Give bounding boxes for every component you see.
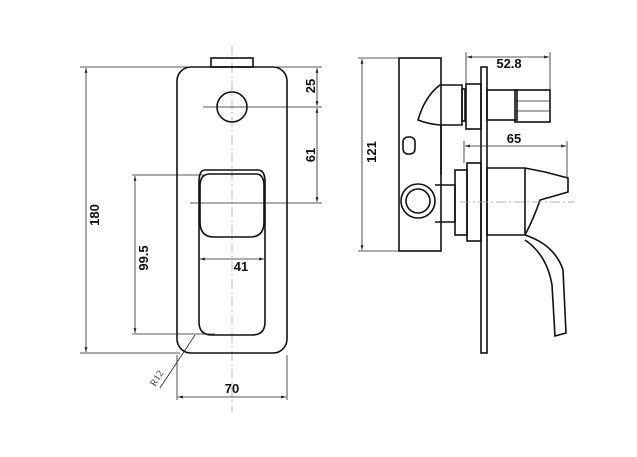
radius-leader (159, 334, 196, 389)
lever-top-face (199, 173, 265, 238)
dim-label-121: 121 (364, 141, 379, 163)
cover-plate (176, 66, 288, 354)
cover-plate-side (480, 66, 488, 354)
diverter-housing (417, 84, 463, 126)
inlet-port-outer (400, 183, 436, 219)
dim-label-180: 180 (87, 204, 102, 226)
diverter-flange (465, 83, 482, 130)
dim-label-25: 25 (303, 79, 318, 93)
dim-label-r12: R12 (148, 369, 166, 389)
cartridge-neck (435, 184, 456, 223)
dim-label-41: 41 (234, 259, 248, 274)
body-slot (402, 136, 416, 155)
dim-label-70: 70 (225, 381, 239, 396)
valve-body (398, 57, 442, 252)
handle-lever (524, 234, 567, 338)
thread (461, 88, 466, 122)
dim-label-65: 65 (507, 131, 521, 146)
front-view: 180 99.5 41 25 61 70 R12 (80, 45, 322, 412)
diverter-knob (514, 89, 551, 123)
cartridge-flange (454, 169, 468, 236)
dim-label-99-5: 99.5 (136, 245, 151, 270)
diverter-stem (486, 89, 518, 121)
dim-label-61: 61 (303, 148, 318, 162)
inlet-port-inner (405, 188, 431, 214)
lever-paddle (198, 169, 266, 336)
dim-label-52-8: 52.8 (496, 56, 521, 71)
handle-body (486, 167, 569, 236)
side-view: 121 52.8 65 (358, 52, 575, 354)
